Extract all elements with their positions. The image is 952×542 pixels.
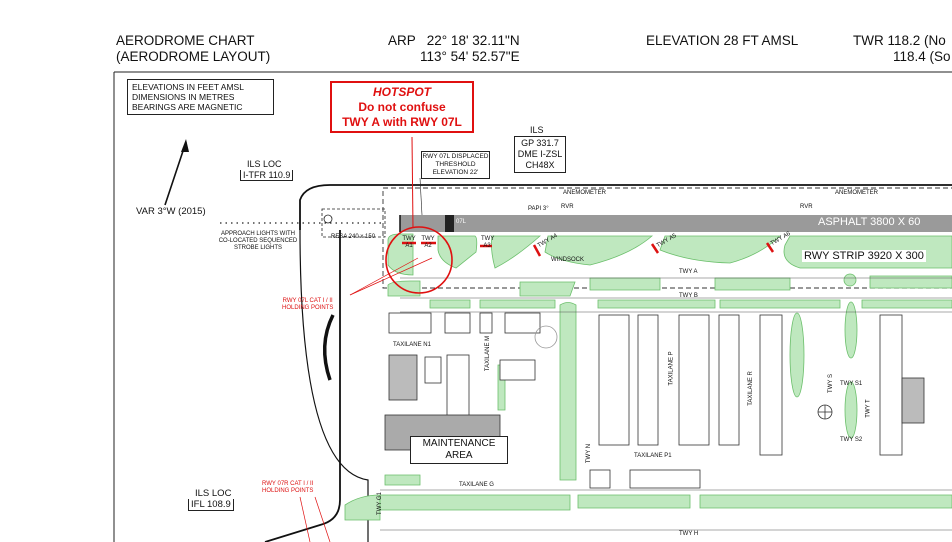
twy-a1-label: TWY A1 (402, 236, 416, 249)
twy-s-label: TWY S (827, 374, 834, 393)
ils-gp-label: ILS (530, 125, 544, 135)
tower-frequency-south: 118.4 (So (893, 49, 951, 64)
note-elevations: ELEVATIONS IN FEET AMSL (132, 82, 244, 92)
tower-frequency-north: TWR 118.2 (No (853, 33, 946, 48)
twy-s1-label: TWY S1 (840, 381, 863, 387)
arp-label: ARP (388, 33, 416, 48)
twy-t-label: TWY T (865, 399, 872, 418)
twy-h-label: TWY H (679, 531, 699, 537)
papi-label: PAPI 3° (528, 206, 549, 212)
stop-bars (402, 241, 775, 257)
threshold-note: RWY 07L DISPLACED THRESHOLD ELEVATION 22… (421, 151, 490, 179)
approach-lights-line1: APPROACH LIGHTS WITH (220, 231, 295, 237)
hotspot-circle (385, 226, 453, 294)
approach-lights-line3: STROBE LIGHTS (233, 245, 282, 251)
runway-surface-label: ASPHALT 3800 X 60 (818, 216, 921, 228)
notes-box: ELEVATIONS IN FEET AMSL DIMENSIONS IN ME… (127, 79, 274, 115)
ils-loc-07r-ident: IFL 108.9 (188, 499, 234, 511)
note-bearings: BEARINGS ARE MAGNETIC (132, 102, 243, 112)
resa-label: RESA 240 x 150 (331, 234, 376, 240)
holding-07l-line1: RWY 07L CAT I / II (282, 298, 333, 304)
ils-dme-channel: CH48X (525, 160, 555, 170)
twy-n-label: TWY N (586, 443, 593, 464)
arp-coordinates: 22° 18' 32.11"N 113° 54' 52.57"E (420, 33, 520, 65)
runway-strip (382, 187, 952, 289)
runway-07l (400, 215, 952, 232)
ils-loc-07l-label: ILS LOC (247, 159, 282, 169)
holding-points-07r: RWY 07R CAT I / II HOLDING POINTS (262, 481, 313, 495)
holding-07l-line2: HOLDING POINTS (282, 305, 334, 311)
chart-title-line2: (AERODROME LAYOUT) (116, 49, 271, 64)
threshold-note-line3: ELEVATION 22' (432, 169, 479, 176)
taxilane-n1-label: TAXILANE N1 (393, 342, 431, 348)
holding-07r-line1: RWY 07R CAT I / II (262, 481, 314, 487)
chart-title-line1: AERODROME CHART (116, 33, 255, 48)
hotspot-line2: TWY A with RWY 07L (342, 115, 462, 129)
maintenance-line2: AREA (445, 450, 473, 461)
hotspot-line1: Do not confuse (358, 100, 446, 114)
taxilane-p-label: TAXILANE P (668, 351, 675, 386)
approach-lights-note: APPROACH LIGHTS WITH CO-LOCATED SEQUENCE… (198, 231, 318, 252)
twy-b-label: TWY B (679, 293, 698, 299)
magnetic-variation: VAR 3°W (2015) (136, 206, 206, 217)
runway-designator: 07L (456, 219, 467, 225)
holding-07r-line2: HOLDING POINTS (262, 488, 314, 494)
twy-a2-label: TWY A2 (421, 236, 435, 249)
threshold-note-line1: RWY 07L DISPLACED (422, 153, 489, 160)
runway-strip-label: RWY STRIP 3920 X 300 (802, 250, 926, 262)
maintenance-line1: MAINTENANCE (422, 438, 496, 449)
anemometer-west: ANEMOMETER (563, 190, 607, 196)
twy-a-label: TWY A (679, 269, 698, 275)
resa-area (321, 208, 386, 238)
arp-latitude: 22° 18' 32.11"N (426, 33, 520, 48)
aerodrome-elevation: ELEVATION 28 FT AMSL (646, 33, 799, 48)
ils-loc-07r-label: ILS LOC (195, 488, 232, 499)
holding-points-07l: RWY 07L CAT I / II HOLDING POINTS (282, 298, 333, 312)
ils-gp-frequency: GP 331.7 (521, 138, 559, 148)
hotspot-callout: HOTSPOT Do not confuse TWY A with RWY 07… (330, 81, 474, 133)
airport-boundary (299, 184, 952, 230)
ils-gp-box: GP 331.7 DME I-ZSL CH48X (514, 136, 566, 173)
taxilane-g-label: TAXILANE G (459, 482, 494, 488)
ils-dme-ident: DME I-ZSL (517, 149, 563, 159)
twy-a3-label: TWY A3 (481, 236, 495, 249)
note-dimensions: DIMENSIONS IN METRES (132, 92, 235, 102)
arp-longitude: 113° 54' 52.57"E (420, 49, 520, 64)
maintenance-area: MAINTENANCE AREA (410, 436, 508, 464)
twy-s2-label: TWY S2 (840, 437, 863, 443)
windsock-label: WINDSOCK (551, 257, 584, 263)
hotspot-title: HOTSPOT (372, 85, 431, 99)
chart-title: AERODROME CHART (AERODROME LAYOUT) (116, 33, 270, 65)
anemometer-east: ANEMOMETER (835, 190, 879, 196)
taxilane-r-label: TAXILANE R (747, 371, 754, 406)
twy-g1-label: TWY G1 (376, 492, 383, 515)
rvr-east: RVR (800, 204, 813, 210)
threshold-note-line2: THRESHOLD (435, 161, 476, 168)
rvr-west: RVR (561, 204, 574, 210)
approach-lights-line2: CO-LOCATED SEQUENCED (218, 238, 298, 244)
taxilane-m-label: TAXILANE M (485, 335, 492, 372)
ils-loc-07l-ident: I-TFR 110.9 (240, 170, 294, 181)
taxilane-p1-label: TAXILANE P1 (634, 453, 672, 459)
north-arrow-icon (164, 141, 187, 206)
tower-frequencies: TWR 118.2 (No 118.4 (So (853, 33, 951, 65)
